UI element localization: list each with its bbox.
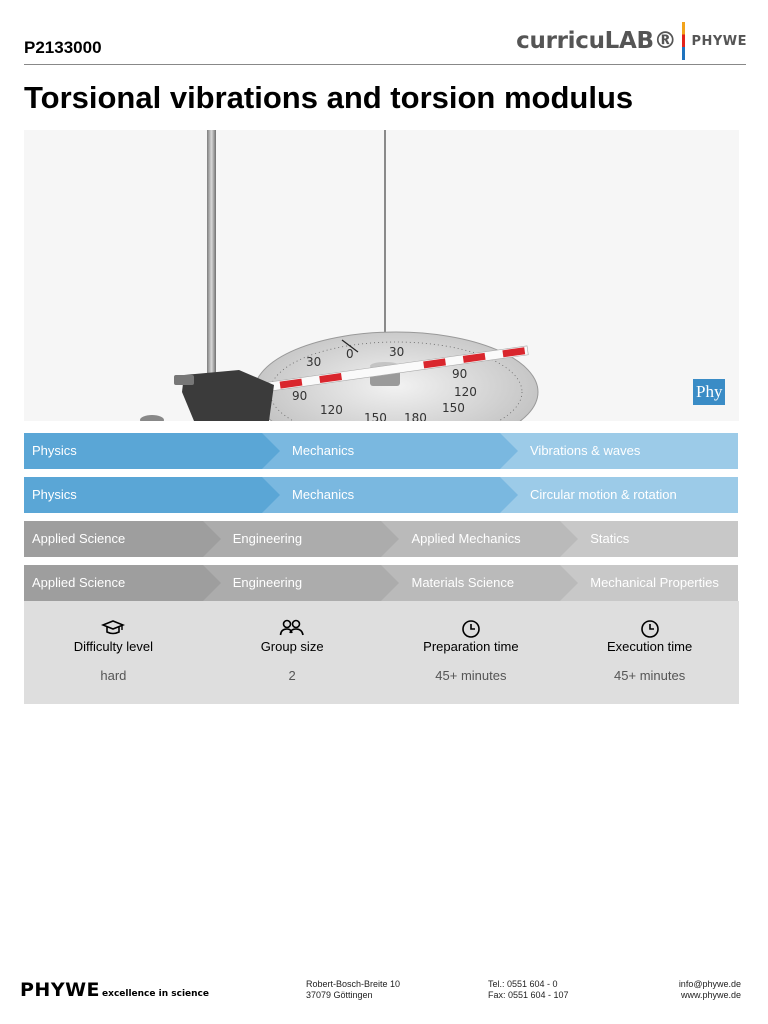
group-size-value: 2 <box>288 668 296 683</box>
breadcrumb-item[interactable]: Physics <box>24 433 280 469</box>
users-icon <box>203 619 382 637</box>
footer-phone: Tel.: 0551 604 - 0 Fax: 0551 604 - 107 <box>488 979 569 1001</box>
clock-icon <box>382 619 561 638</box>
website-link[interactable]: www.phywe.de <box>680 990 741 1000</box>
dial-label: 30 <box>306 355 321 369</box>
experiment-info-panel: Difficulty level hard Group size 2 Prepa… <box>24 601 739 704</box>
phywe-footer-logo-text: PHYWE <box>20 979 101 1001</box>
dial-label: 120 <box>454 385 477 399</box>
breadcrumb-item[interactable]: Engineering <box>202 565 400 601</box>
dial-label: 120 <box>320 403 343 417</box>
clock-icon <box>560 619 739 638</box>
difficulty-value: hard <box>100 668 127 683</box>
breadcrumb-item[interactable]: Vibrations & waves <box>500 433 738 469</box>
graduation-cap-icon <box>24 619 203 637</box>
phywe-logo-text: PHYWE <box>691 33 747 49</box>
logo-divider <box>682 22 686 60</box>
email-link[interactable]: info@phywe.de <box>678 979 741 989</box>
dial-label: 30 <box>389 345 404 359</box>
page-footer: PHYWE excellence in science Robert-Bosch… <box>0 975 768 1015</box>
preparation-time-info: Preparation time 45+ minutes <box>382 601 561 704</box>
dial-label: 90 <box>452 367 467 381</box>
breadcrumb: Physics Mechanics Vibrations & waves <box>24 433 738 469</box>
dial-label: 0 <box>346 347 354 361</box>
dial-label: 150 <box>364 411 387 421</box>
experiment-image: 30 0 30 90 90 120 120 150 150 180 <box>24 130 739 421</box>
execution-time-info: Execution time 45+ minutes <box>560 601 739 704</box>
phywe-watermark-badge: Phy <box>693 379 725 405</box>
breadcrumb-item[interactable]: Engineering <box>202 521 400 557</box>
execution-time-label: Execution time <box>606 639 693 654</box>
breadcrumb-item[interactable]: Circular motion & rotation <box>500 477 738 513</box>
breadcrumb-item[interactable]: Applied Mechanics <box>381 521 579 557</box>
footer-contact: info@phywe.de www.phywe.de <box>679 979 741 1001</box>
execution-time-value: 45+ minutes <box>614 668 686 683</box>
breadcrumb-item[interactable]: Mechanics <box>262 477 518 513</box>
dial-label: 90 <box>292 389 307 403</box>
group-size-info: Group size 2 <box>203 601 382 704</box>
header-rule <box>24 64 746 65</box>
breadcrumb: Physics Mechanics Circular motion & rota… <box>24 477 738 513</box>
breadcrumb: Applied Science Engineering Applied Mech… <box>24 521 739 557</box>
preparation-time-value: 45+ minutes <box>435 668 507 683</box>
breadcrumb-item[interactable]: Statics <box>560 521 739 557</box>
breadcrumb-item[interactable]: Mechanics <box>262 433 518 469</box>
footer-address: Robert-Bosch-Breite 10 37079 Göttingen <box>306 979 400 1001</box>
phywe-tagline: excellence in science <box>102 989 209 999</box>
phywe-footer-logo: PHYWE excellence in science <box>20 981 209 1000</box>
address-line: Robert-Bosch-Breite 10 <box>306 979 401 989</box>
dial-label: 180 <box>404 411 427 421</box>
breadcrumb-item[interactable]: Mechanical Properties <box>560 565 739 601</box>
breadcrumb: Applied Science Engineering Materials Sc… <box>24 565 739 601</box>
phone-number: Tel.: 0551 604 - 0 <box>488 979 558 989</box>
fax-number: Fax: 0551 604 - 107 <box>488 990 569 1000</box>
curriculab-logo: curricuLAB® PHYWE <box>516 21 747 61</box>
preparation-time-label: Preparation time <box>423 639 519 654</box>
dial-label: 150 <box>442 401 465 415</box>
curriculab-logo-text: curricuLAB® <box>516 28 677 54</box>
group-size-label: Group size <box>260 639 324 654</box>
product-code: P2133000 <box>24 38 102 57</box>
address-line: 37079 Göttingen <box>306 990 373 1000</box>
breadcrumb-item[interactable]: Physics <box>24 477 280 513</box>
breadcrumb-item[interactable]: Applied Science <box>24 565 221 601</box>
breadcrumb-item[interactable]: Materials Science <box>381 565 579 601</box>
difficulty-label: Difficulty level <box>73 639 153 654</box>
torsion-apparatus-illustration: 30 0 30 90 90 120 120 150 150 180 <box>140 130 539 421</box>
page-title: Torsional vibrations and torsion modulus <box>24 80 634 115</box>
difficulty-info: Difficulty level hard <box>24 601 203 704</box>
breadcrumb-item[interactable]: Applied Science <box>24 521 221 557</box>
